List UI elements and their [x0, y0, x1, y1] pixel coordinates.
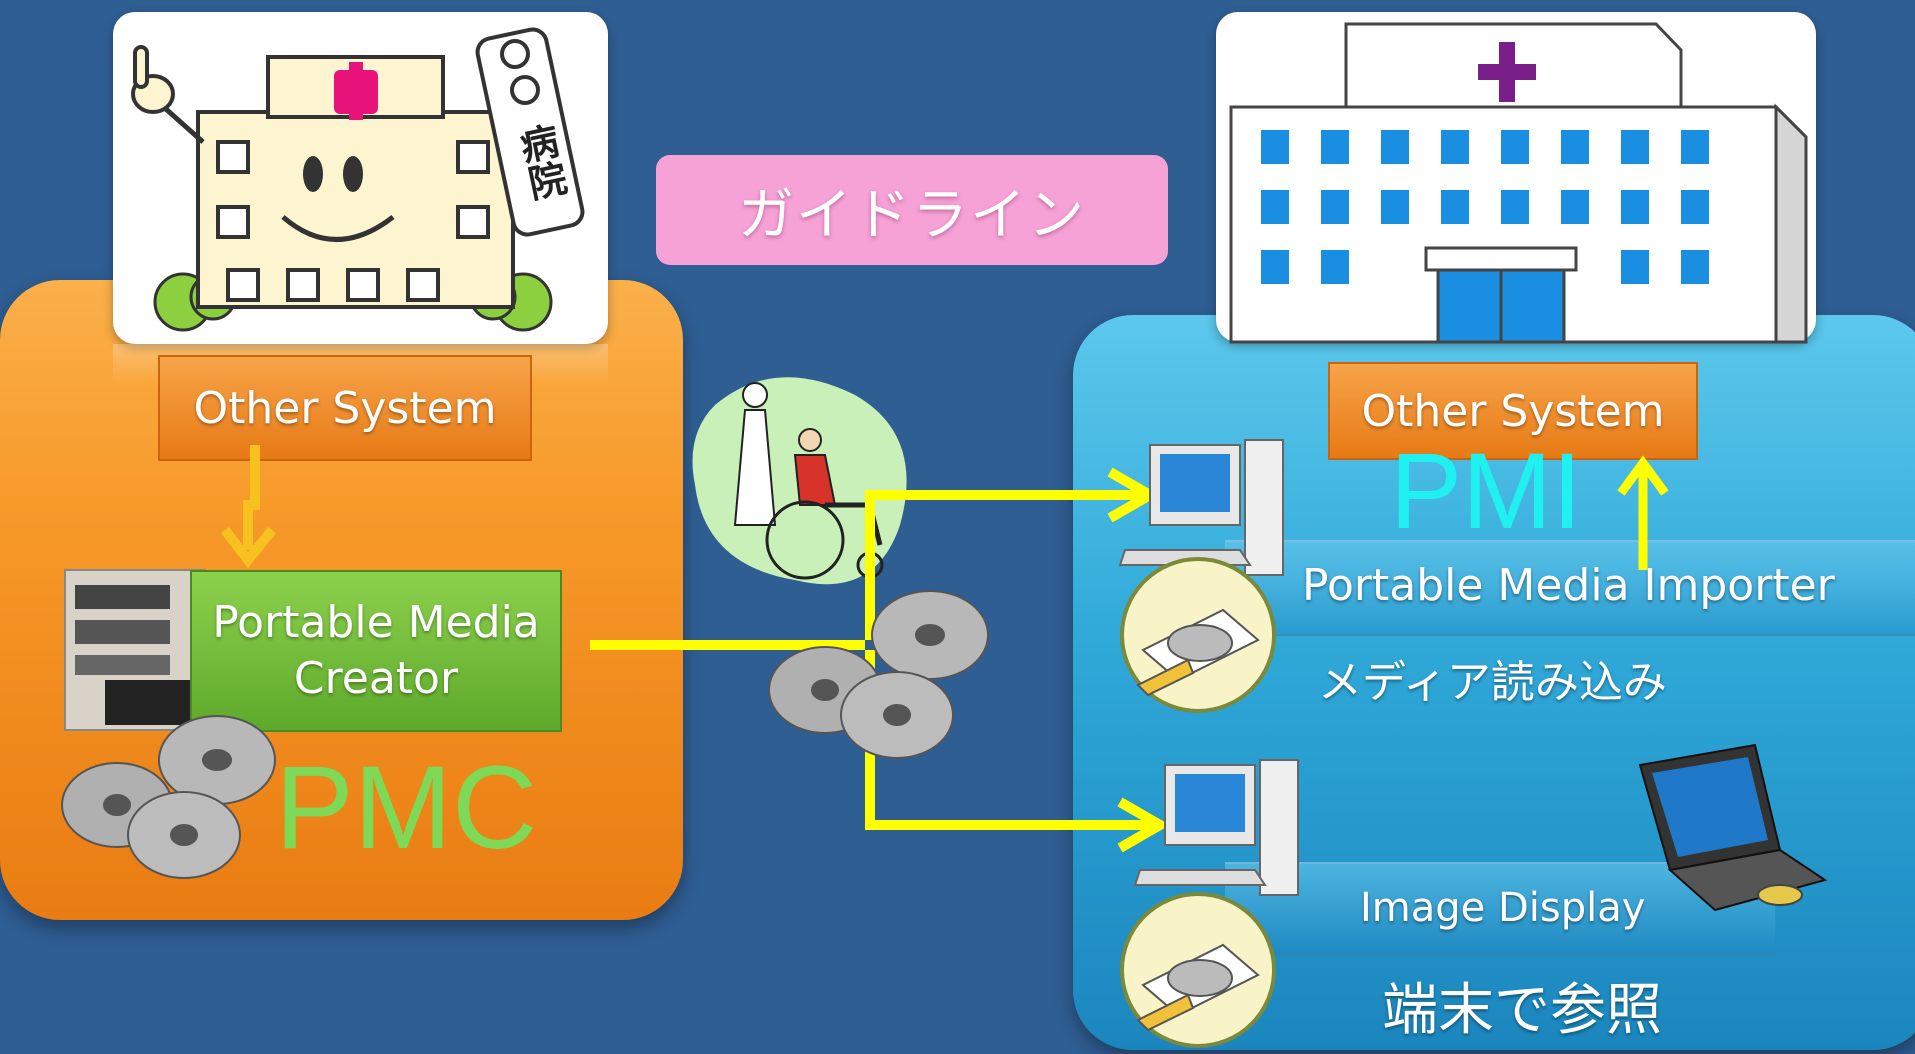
cartoon-hospital-card: 病院: [113, 12, 608, 344]
laptop-icon: [1638, 743, 1828, 912]
down-arrow-icon: [221, 445, 276, 569]
importer-caption: メディア読み込み: [1318, 657, 1667, 708]
desktop-computer-icon-2: [1133, 759, 1299, 896]
importer-band: [1225, 540, 1915, 636]
disc-publisher-icon: [64, 569, 206, 731]
guideline-banner: ガイドライン: [656, 155, 1168, 265]
desktop-computer-icon: [1118, 439, 1284, 576]
disc-stack-middle-icon: [768, 590, 989, 759]
hospital-windows: [1261, 130, 1709, 344]
up-arrow-icon: [1617, 455, 1669, 570]
importer-label: Portable Media Importer: [1302, 560, 1835, 611]
hospital-building-card: [1216, 12, 1816, 344]
pmi-acronym: PMI: [1390, 430, 1583, 551]
display-caption: 端末で参照: [1382, 978, 1662, 1043]
media-reader-icon: [1120, 557, 1276, 713]
creator-label-line2: Creator: [293, 653, 459, 704]
media-reader-icon-2: [1120, 892, 1276, 1048]
left-other-system-label: Other System: [193, 382, 497, 434]
right-other-system-box: Other System: [1328, 362, 1698, 460]
guideline-label: ガイドライン: [738, 182, 1086, 248]
image-display-label: Image Display: [1360, 885, 1646, 931]
right-other-system-label: Other System: [1361, 385, 1665, 437]
creator-label-line1: Portable Media: [212, 597, 540, 648]
pmc-acronym: PMC: [275, 742, 538, 874]
arrow-head-display: [1117, 797, 1171, 853]
portable-media-creator-box: Portable Media Creator: [190, 570, 562, 732]
cartoon-hospital-icon: [131, 27, 585, 332]
left-other-system-box: Other System: [158, 355, 532, 461]
disc-stack-left-icon: [61, 715, 276, 879]
